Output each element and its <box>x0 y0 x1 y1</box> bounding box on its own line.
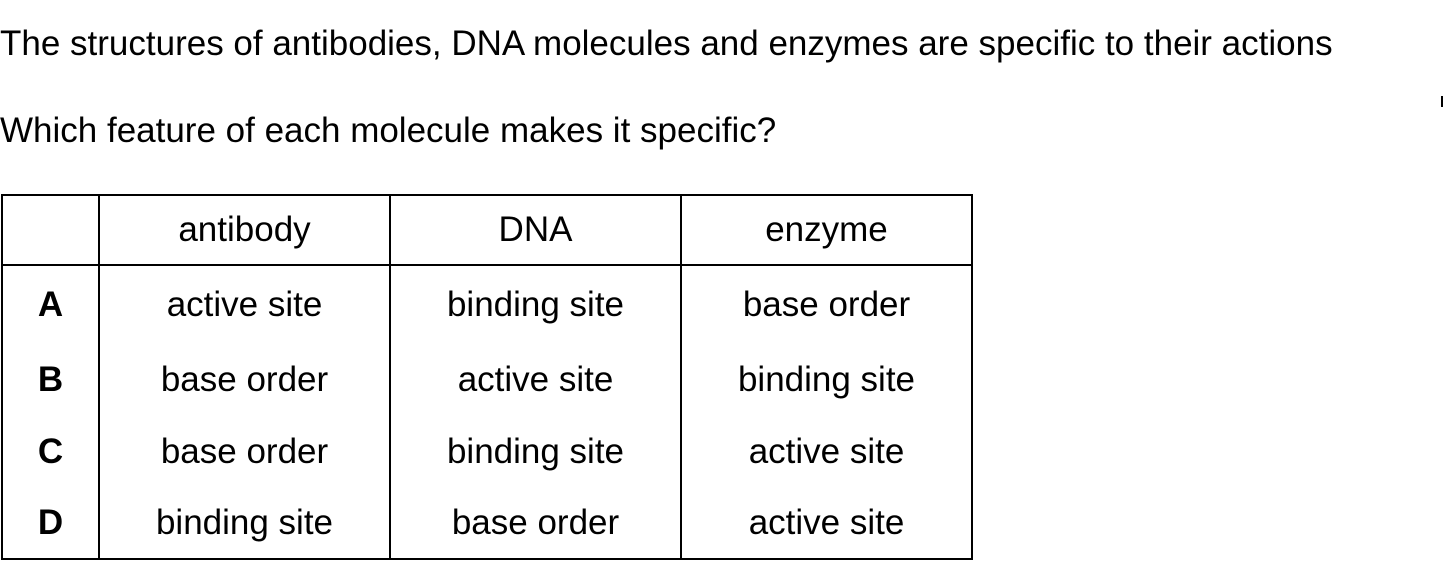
cell-enzyme: base order <box>680 264 973 344</box>
option-letter[interactable]: D <box>1 488 100 560</box>
cell-dna: active site <box>389 344 682 416</box>
option-letter[interactable]: A <box>1 264 100 344</box>
header-enzyme: enzyme <box>680 194 973 266</box>
cell-antibody: base order <box>98 344 391 416</box>
cell-antibody: active site <box>98 264 391 344</box>
option-letter[interactable]: B <box>1 344 100 416</box>
cell-enzyme: binding site <box>680 344 973 416</box>
header-corner-cell <box>1 194 100 266</box>
header-antibody: antibody <box>98 194 391 266</box>
table-header-row: antibody DNA enzyme <box>1 194 973 266</box>
cell-antibody: base order <box>98 416 391 488</box>
header-dna: DNA <box>389 194 682 266</box>
cell-enzyme: active site <box>680 488 973 560</box>
cell-dna: binding site <box>389 264 682 344</box>
table-row-a[interactable]: A active site binding site base order <box>1 264 973 344</box>
cell-enzyme: active site <box>680 416 973 488</box>
answer-options-table: antibody DNA enzyme A active site bindin… <box>1 194 973 560</box>
cell-dna: base order <box>389 488 682 560</box>
table-row-b[interactable]: B base order active site binding site <box>1 344 973 416</box>
question-prompt-text: Which feature of each molecule makes it … <box>0 111 777 150</box>
question-intro-text: The structures of antibodies, DNA molecu… <box>0 24 1333 63</box>
cell-antibody: binding site <box>98 488 391 560</box>
cell-dna: binding site <box>389 416 682 488</box>
option-letter[interactable]: C <box>1 416 100 488</box>
table-row-c[interactable]: C base order binding site active site <box>1 416 973 488</box>
table-row-d[interactable]: D binding site base order active site <box>1 488 973 560</box>
page-edge-mark <box>1441 96 1443 107</box>
